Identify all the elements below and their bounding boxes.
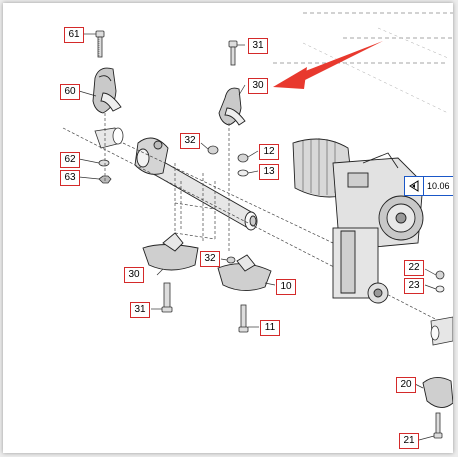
callout-31-upper[interactable]: 31 xyxy=(248,38,268,54)
callout-60[interactable]: 60 xyxy=(60,84,80,100)
callout-21[interactable]: 21 xyxy=(399,433,419,449)
callout-13[interactable]: 13 xyxy=(259,164,279,180)
bracket-60 xyxy=(92,67,122,114)
red-pointer-arrow xyxy=(273,41,383,89)
callout-30-lower[interactable]: 30 xyxy=(124,267,144,283)
cap-32-lower xyxy=(226,256,236,264)
sleeve-right xyxy=(430,316,453,346)
callout-11[interactable]: 11 xyxy=(260,320,280,336)
bolt-31-upper xyxy=(228,40,238,66)
callout-32-lower[interactable]: 32 xyxy=(200,251,220,267)
bolt-31-lower xyxy=(161,282,173,313)
washer-62 xyxy=(98,159,110,167)
callout-30-upper[interactable]: 30 xyxy=(248,78,268,94)
left-arrow-icon xyxy=(405,177,424,195)
callout-20[interactable]: 20 xyxy=(396,377,416,393)
nav-reference-label: 10.06 xyxy=(427,181,450,191)
cap-22 xyxy=(435,270,445,280)
bracket-20 xyxy=(422,377,453,408)
callout-61[interactable]: 61 xyxy=(64,27,84,43)
washer-13 xyxy=(237,169,249,177)
sleeve xyxy=(94,127,124,149)
bolt-61 xyxy=(95,30,105,58)
exploded-parts-drawing xyxy=(62,12,453,441)
callout-62[interactable]: 62 xyxy=(60,152,80,168)
nav-reference-link[interactable]: 10.06 xyxy=(404,176,453,196)
callout-10[interactable]: 10 xyxy=(276,279,296,295)
shell-10 xyxy=(217,254,272,291)
bolt-11 xyxy=(238,304,249,333)
bracket-30-upper xyxy=(218,87,246,126)
shell-30-lower xyxy=(142,232,199,271)
shaft-assembly xyxy=(134,137,258,231)
callout-31-lower[interactable]: 31 xyxy=(130,302,150,318)
callout-63[interactable]: 63 xyxy=(60,170,80,186)
bolt-21 xyxy=(433,412,443,439)
callout-23[interactable]: 23 xyxy=(404,278,424,294)
callout-12[interactable]: 12 xyxy=(259,144,279,160)
drive-unit xyxy=(292,138,424,304)
callout-22[interactable]: 22 xyxy=(404,260,424,276)
washer-23 xyxy=(435,285,445,293)
callout-32-upper[interactable]: 32 xyxy=(180,133,200,149)
cap-32-upper xyxy=(207,145,219,155)
parts-diagram-viewer: 61 60 62 63 31 30 32 12 13 32 30 10 31 1… xyxy=(3,3,453,453)
cap-12 xyxy=(237,153,249,163)
